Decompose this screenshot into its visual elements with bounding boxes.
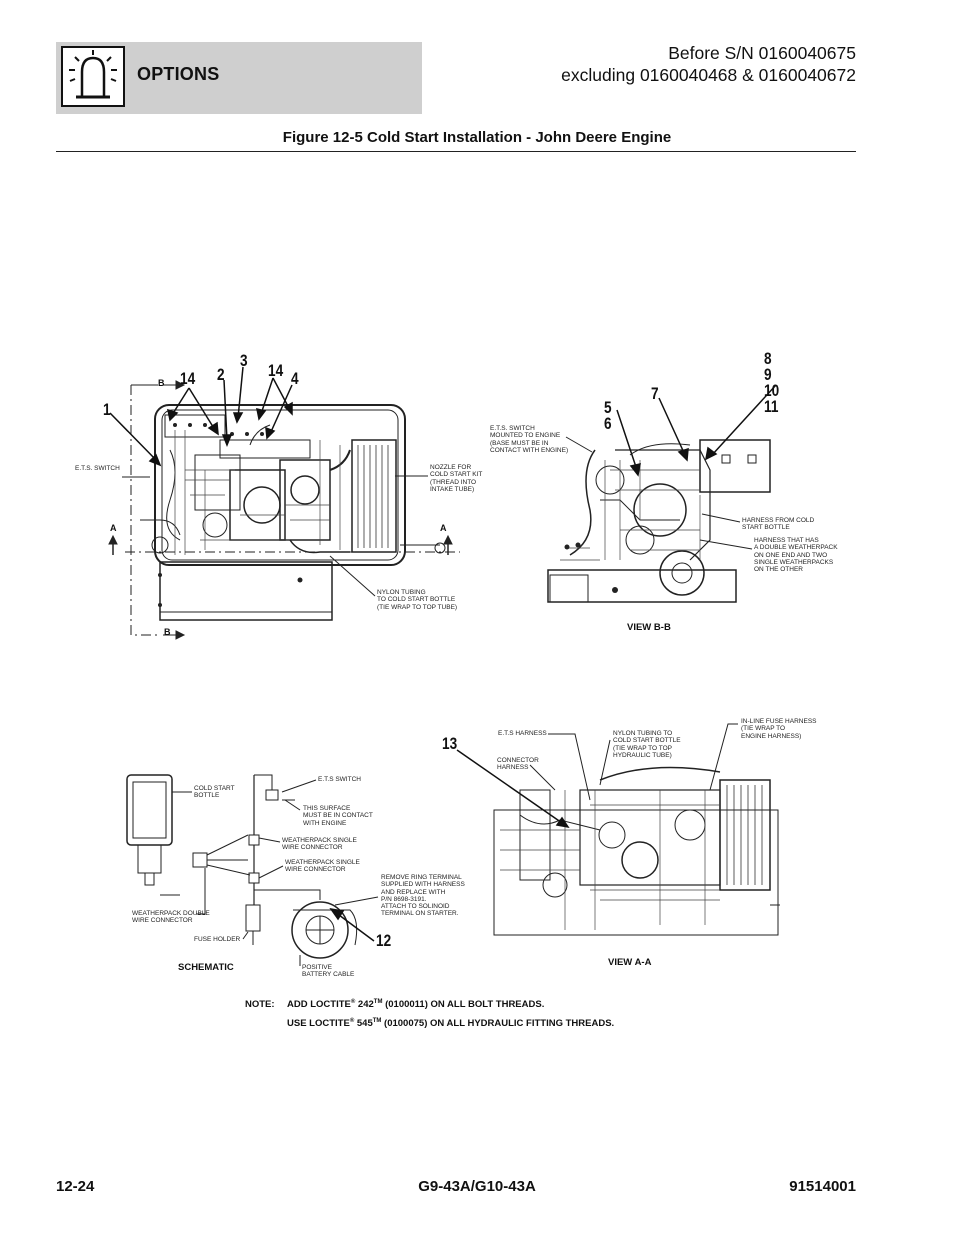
label-weatherpack-double: WEATHERPACK DOUBLE WIRE CONNECTOR [132, 910, 210, 925]
model-number: G9-43A/G10-43A [418, 1178, 536, 1195]
note-line-1: NOTE: ADD LOCTITE® 242TM (0100011) ON ALL… [245, 994, 614, 1013]
callout-14-left: 14 [180, 369, 196, 388]
view-bb-drawing [547, 436, 771, 603]
main-engine-view [108, 380, 460, 640]
callout-13: 13 [442, 734, 458, 753]
label-cold-start-bottle: COLD START BOTTLE [194, 785, 235, 800]
note-1-pre: ADD LOCTITE [287, 999, 351, 1011]
section-title: OPTIONS [137, 64, 220, 84]
label-ets-switch-schematic: E.T.S SWITCH [318, 776, 361, 783]
label-remove-ring-terminal: REMOVE RING TERMINAL SUPPLIED WITH HARNE… [381, 874, 465, 918]
label-nylon-tubing-main: NYLON TUBING TO COLD START BOTTLE (TIE W… [377, 589, 458, 611]
callout-1: 1 [103, 400, 111, 419]
note-2-num: 545 [354, 1018, 373, 1030]
label-ets-switch-mounted: E.T.S. SWITCH MOUNTED TO ENGINE (BASE MU… [490, 425, 569, 454]
header-rule [56, 151, 856, 152]
label-ets-switch: E.T.S. SWITCH [75, 465, 120, 472]
serial-line-2: excluding 0160040468 & 0160040672 [561, 65, 856, 85]
label-harness-cold-start: HARNESS FROM COLD START BOTTLE [742, 517, 815, 532]
note-2-pre: USE LOCTITE [287, 1018, 350, 1030]
page-number: 12-24 [56, 1178, 95, 1195]
note-label: NOTE: [245, 999, 275, 1011]
view-aa-drawing [493, 723, 780, 936]
section-a-left: A [110, 523, 117, 533]
section-b-bottom: B [164, 627, 171, 637]
serial-line-1: Before S/N 0160040675 [668, 43, 856, 63]
view-bb-title: VIEW B-B [627, 622, 671, 633]
schematic-drawing [126, 774, 379, 966]
label-inline-fuse-harness: IN-LINE FUSE HARNESS (TIE WRAP TO ENGINE… [741, 718, 817, 740]
label-weatherpack-single-2: WEATHERPACK SINGLE WIRE CONNECTOR [285, 859, 360, 874]
callout-5-6: 5 6 [604, 398, 612, 433]
section-b-top: B [158, 378, 165, 388]
note-1-post: (0100011) ON ALL BOLT THREADS. [382, 999, 545, 1011]
note-1-tm: TM [373, 999, 383, 1005]
label-ets-harness: E.T.S HARNESS [498, 730, 547, 737]
note-1-num: 242 [355, 999, 374, 1011]
options-icon [61, 46, 125, 107]
callout-12: 12 [376, 931, 392, 950]
label-positive-battery-cable: POSITIVE BATTERY CABLE [302, 964, 355, 979]
note-2-post: (0100075) ON ALL HYDRAULIC FITTING THREA… [381, 1018, 615, 1030]
note-2-tm: TM [372, 1018, 382, 1025]
serial-applicability: Before S/N 0160040675 excluding 01600404… [561, 42, 856, 86]
callout-4: 4 [291, 369, 299, 388]
label-connector-harness: CONNECTOR HARNESS [497, 757, 539, 772]
label-nozzle: NOZZLE FOR COLD START KIT (THREAD INTO I… [430, 464, 483, 493]
view-aa-title: VIEW A-A [608, 957, 652, 968]
callout-2: 2 [217, 365, 225, 384]
document-number: 91514001 [789, 1178, 856, 1195]
loctite-note: NOTE:ADD LOCTITE® 242TM (0100011) ON ALL… [245, 994, 614, 1032]
figure-title: Figure 12-5 Cold Start Installation - Jo… [282, 129, 672, 146]
label-nylon-tubing-aa: NYLON TUBING TO COLD START BOTTLE (TIE W… [613, 730, 681, 759]
callout-14-right: 14 [268, 361, 284, 380]
callout-7: 7 [651, 384, 659, 403]
label-surface-contact: THIS SURFACE MUST BE IN CONTACT WITH ENG… [303, 805, 373, 827]
note-line-2: USE LOCTITE® 545TM (0100075) ON ALL HYDR… [245, 1013, 614, 1032]
schematic-title: SCHEMATIC [178, 962, 234, 973]
label-harness-double-weatherpack: HARNESS THAT HAS A DOUBLE WEATHERPACK ON… [754, 537, 838, 574]
note-2-reg: ® [349, 1018, 355, 1025]
section-a-right: A [440, 523, 447, 533]
label-weatherpack-single-1: WEATHERPACK SINGLE WIRE CONNECTOR [282, 837, 357, 852]
callout-8-11: 8 9 10 11 [764, 349, 780, 416]
callout-3: 3 [240, 351, 248, 370]
label-fuse-holder: FUSE HOLDER [194, 936, 241, 943]
note-1-reg: ® [350, 999, 356, 1005]
